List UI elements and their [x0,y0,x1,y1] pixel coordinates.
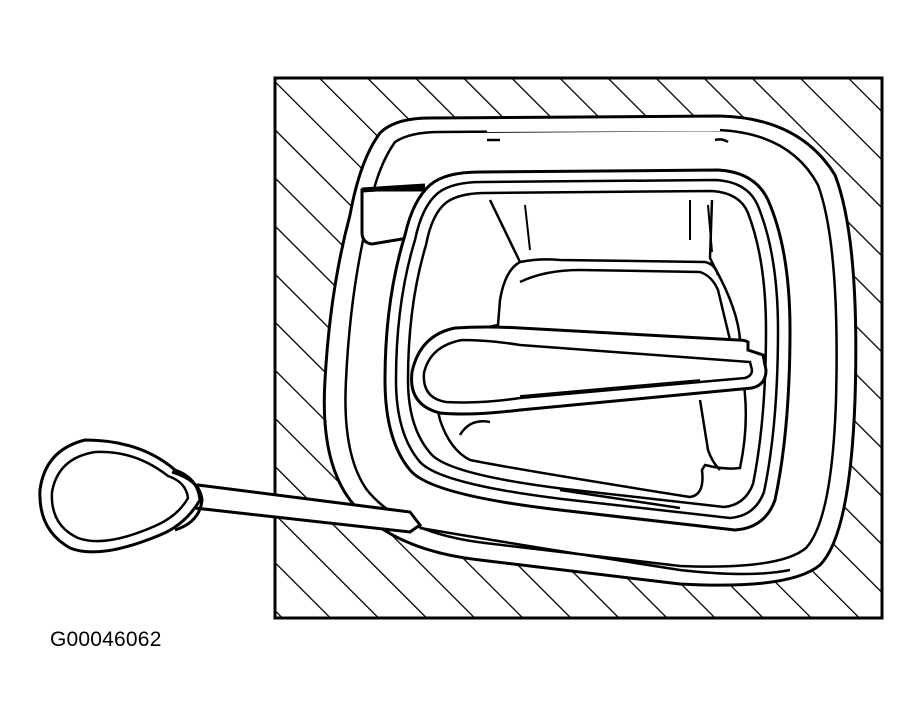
trim-lower-edge [419,526,791,576]
bezel-inner-edge [344,128,838,568]
flat-blade-screwdriver [38,438,423,554]
figure-code: G00046062 [50,628,162,651]
door-handle-lever [410,325,768,416]
screwdriver-handle [38,438,202,554]
